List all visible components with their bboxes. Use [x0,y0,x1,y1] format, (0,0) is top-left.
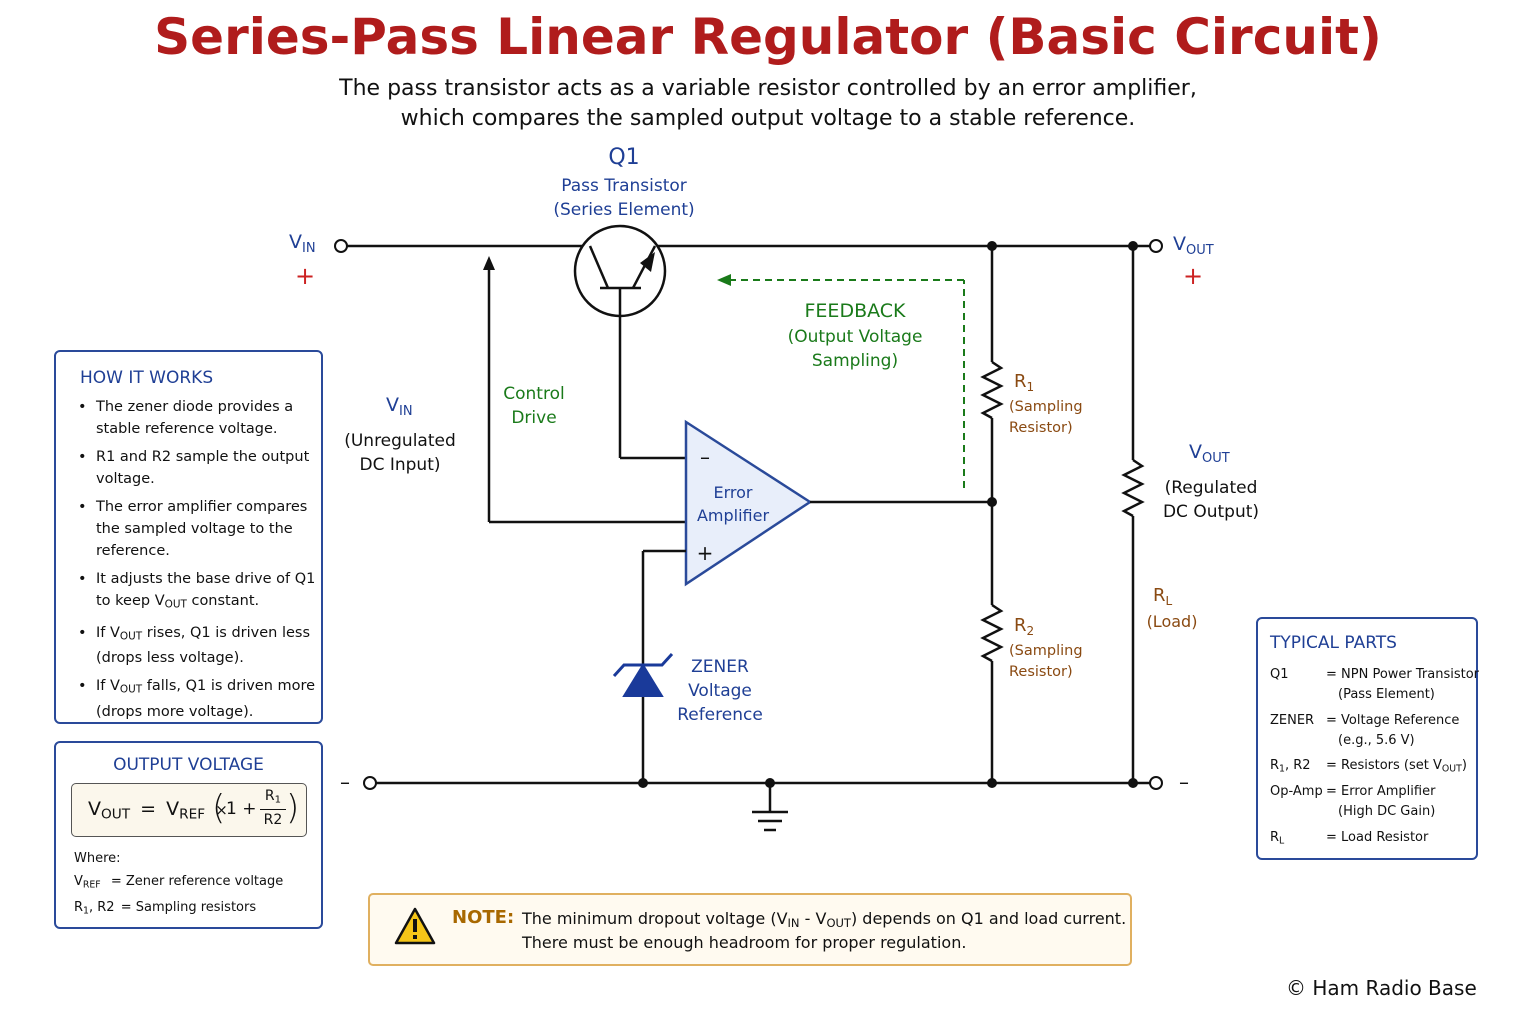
control-drive-wire [487,266,686,524]
r1-desc-1: (Sampling [1009,399,1083,415]
vin-input-label: VIN [386,394,413,419]
r2-resistor-symbol [980,603,1004,663]
vout-plus-sign: + [1183,262,1203,290]
control-drive-label-1: Control [503,384,564,404]
amp-label-1: Error [714,483,753,502]
output-voltage-title: OUTPUT VOLTAGE [113,755,264,775]
parts-row-rl: RL = Load Resistor [1270,830,1429,847]
vin-terminal-label: VIN [289,231,316,256]
parts-row-op-amp: Op-Amp = Error Amplifier (High DC Gain) [1270,784,1436,819]
feedback-label-2: (Output Voltage [788,327,923,347]
rl-label: RL [1153,585,1173,608]
q1-desc-2: (Series Element) [553,200,694,220]
list-item: If VOUT falls, Q1 is driven more(drops m… [78,675,316,723]
feedback-label-1: FEEDBACK [805,300,907,322]
zener-label-3: Reference [677,705,763,725]
where-label: Where: [74,851,121,866]
where-row: R1, R2 = Sampling resistors [74,900,257,917]
r1-desc-2: Resistor) [1009,420,1073,436]
feedback-path [728,279,965,488]
note-box: NOTE: The minimum dropout voltage (VIN -… [368,893,1132,966]
r2-desc-2: Resistor) [1009,664,1073,680]
feedback-label-3: Sampling) [812,351,898,371]
control-drive-arrow-icon [483,256,495,270]
typical-parts-panel: TYPICAL PARTS Q1 = NPN Power Transistor … [1256,617,1480,860]
ground-in-terminal [363,776,377,790]
ground-out-minus-sign: – [1179,770,1189,794]
vin-input-desc-1: (Unregulated [344,431,456,451]
output-voltage-formula: VOUT = VREF × ( 1 + R1 R2 ) [71,783,307,837]
control-drive-label-2: Drive [511,408,556,428]
ground-icon [752,783,788,832]
subtitle-line-2: which compares the sampled output voltag… [400,106,1136,131]
q1-desc-1: Pass Transistor [561,176,687,196]
vin-plus-sign: + [295,262,315,290]
list-item: If VOUT rises, Q1 is driven less(drops l… [78,622,316,670]
warning-icon [394,907,436,945]
vin-terminal [334,239,348,253]
zener-diode-symbol [612,652,674,697]
parts-row-q1: Q1 = NPN Power Transistor (Pass Element) [1270,667,1480,702]
amp-plus-input: + [697,541,714,565]
amp-label-2: Amplifier [697,506,770,525]
amp-minus-input: – [700,445,710,469]
zener-label-1: ZENER [691,657,749,677]
reference-wire [641,549,686,783]
vout-output-label: VOUT [1189,441,1230,466]
page-title: Series-Pass Linear Regulator (Basic Circ… [154,8,1382,66]
note-label: NOTE: [452,907,515,928]
vout-terminal-label: VOUT [1173,233,1214,258]
feedback-arrow-icon [717,274,731,286]
q1-emitter-arrow-icon [640,252,655,272]
r2-label: R2 [1014,615,1034,638]
subtitle-line-1: The pass transistor acts as a variable r… [339,76,1197,101]
parts-row-zener: ZENER = Voltage Reference (e.g., 5.6 V) [1270,713,1460,748]
rl-desc: (Load) [1147,612,1198,631]
copyright: © Ham Radio Base [1286,976,1477,1000]
ground-in-minus-sign: – [340,770,350,794]
where-row: VREF = Zener reference voltage [74,874,284,891]
zener-label-2: Voltage [688,681,752,701]
note-line-2: There must be enough headroom for proper… [522,933,967,952]
rl-resistor-symbol [1121,458,1145,518]
r2-desc-1: (Sampling [1009,643,1083,659]
how-it-works-title: HOW IT WORKS [80,368,214,388]
how-it-works-panel: HOW IT WORKS The zener diode provides as… [54,350,323,724]
r1-label: R1 [1014,371,1034,394]
vout-terminal [1149,239,1163,253]
vout-output-desc-2: DC Output) [1163,502,1259,522]
r1-resistor-symbol [980,360,1004,420]
typical-parts-title: TYPICAL PARTS [1270,633,1397,653]
q1-transistor-symbol [573,224,667,458]
error-amplifier-symbol [684,419,813,587]
output-voltage-panel: OUTPUT VOLTAGE VOUT = VREF × ( 1 + R1 R2… [54,741,323,929]
ground-out-terminal [1149,776,1163,790]
vin-input-desc-2: DC Input) [359,455,440,475]
note-line-1: The minimum dropout voltage (VIN - VOUT)… [522,909,1127,930]
vout-output-desc-1: (Regulated [1165,478,1258,498]
parts-row-r1-r2: R1, R2 = Resistors (set VOUT) [1270,758,1467,775]
q1-name: Q1 [608,145,639,170]
